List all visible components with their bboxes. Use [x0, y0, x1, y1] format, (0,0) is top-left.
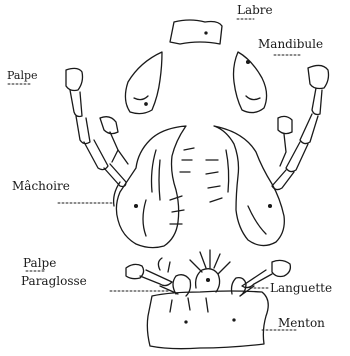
mandibule-left-part — [125, 52, 162, 114]
machoire-left-part — [114, 126, 194, 248]
label-labre: Labre — [237, 4, 273, 16]
label-menton: Menton — [278, 317, 325, 329]
labre-part — [170, 20, 222, 44]
label-languette: Languette — [270, 282, 332, 294]
label-mandibule: Mandibule — [258, 38, 323, 50]
label-machoire: Mâchoire — [12, 180, 70, 192]
label-palpe-maxillaire: Palpe — [7, 70, 38, 81]
label-paraglosse: Paraglosse — [21, 275, 87, 287]
mandibule-right-part — [234, 52, 267, 113]
labium-part — [126, 250, 290, 349]
palpe-right-part — [272, 65, 329, 189]
machoire-right-part — [206, 126, 284, 246]
label-palpe-labial: Palpe — [23, 257, 56, 269]
palpe-left-part — [66, 68, 128, 186]
